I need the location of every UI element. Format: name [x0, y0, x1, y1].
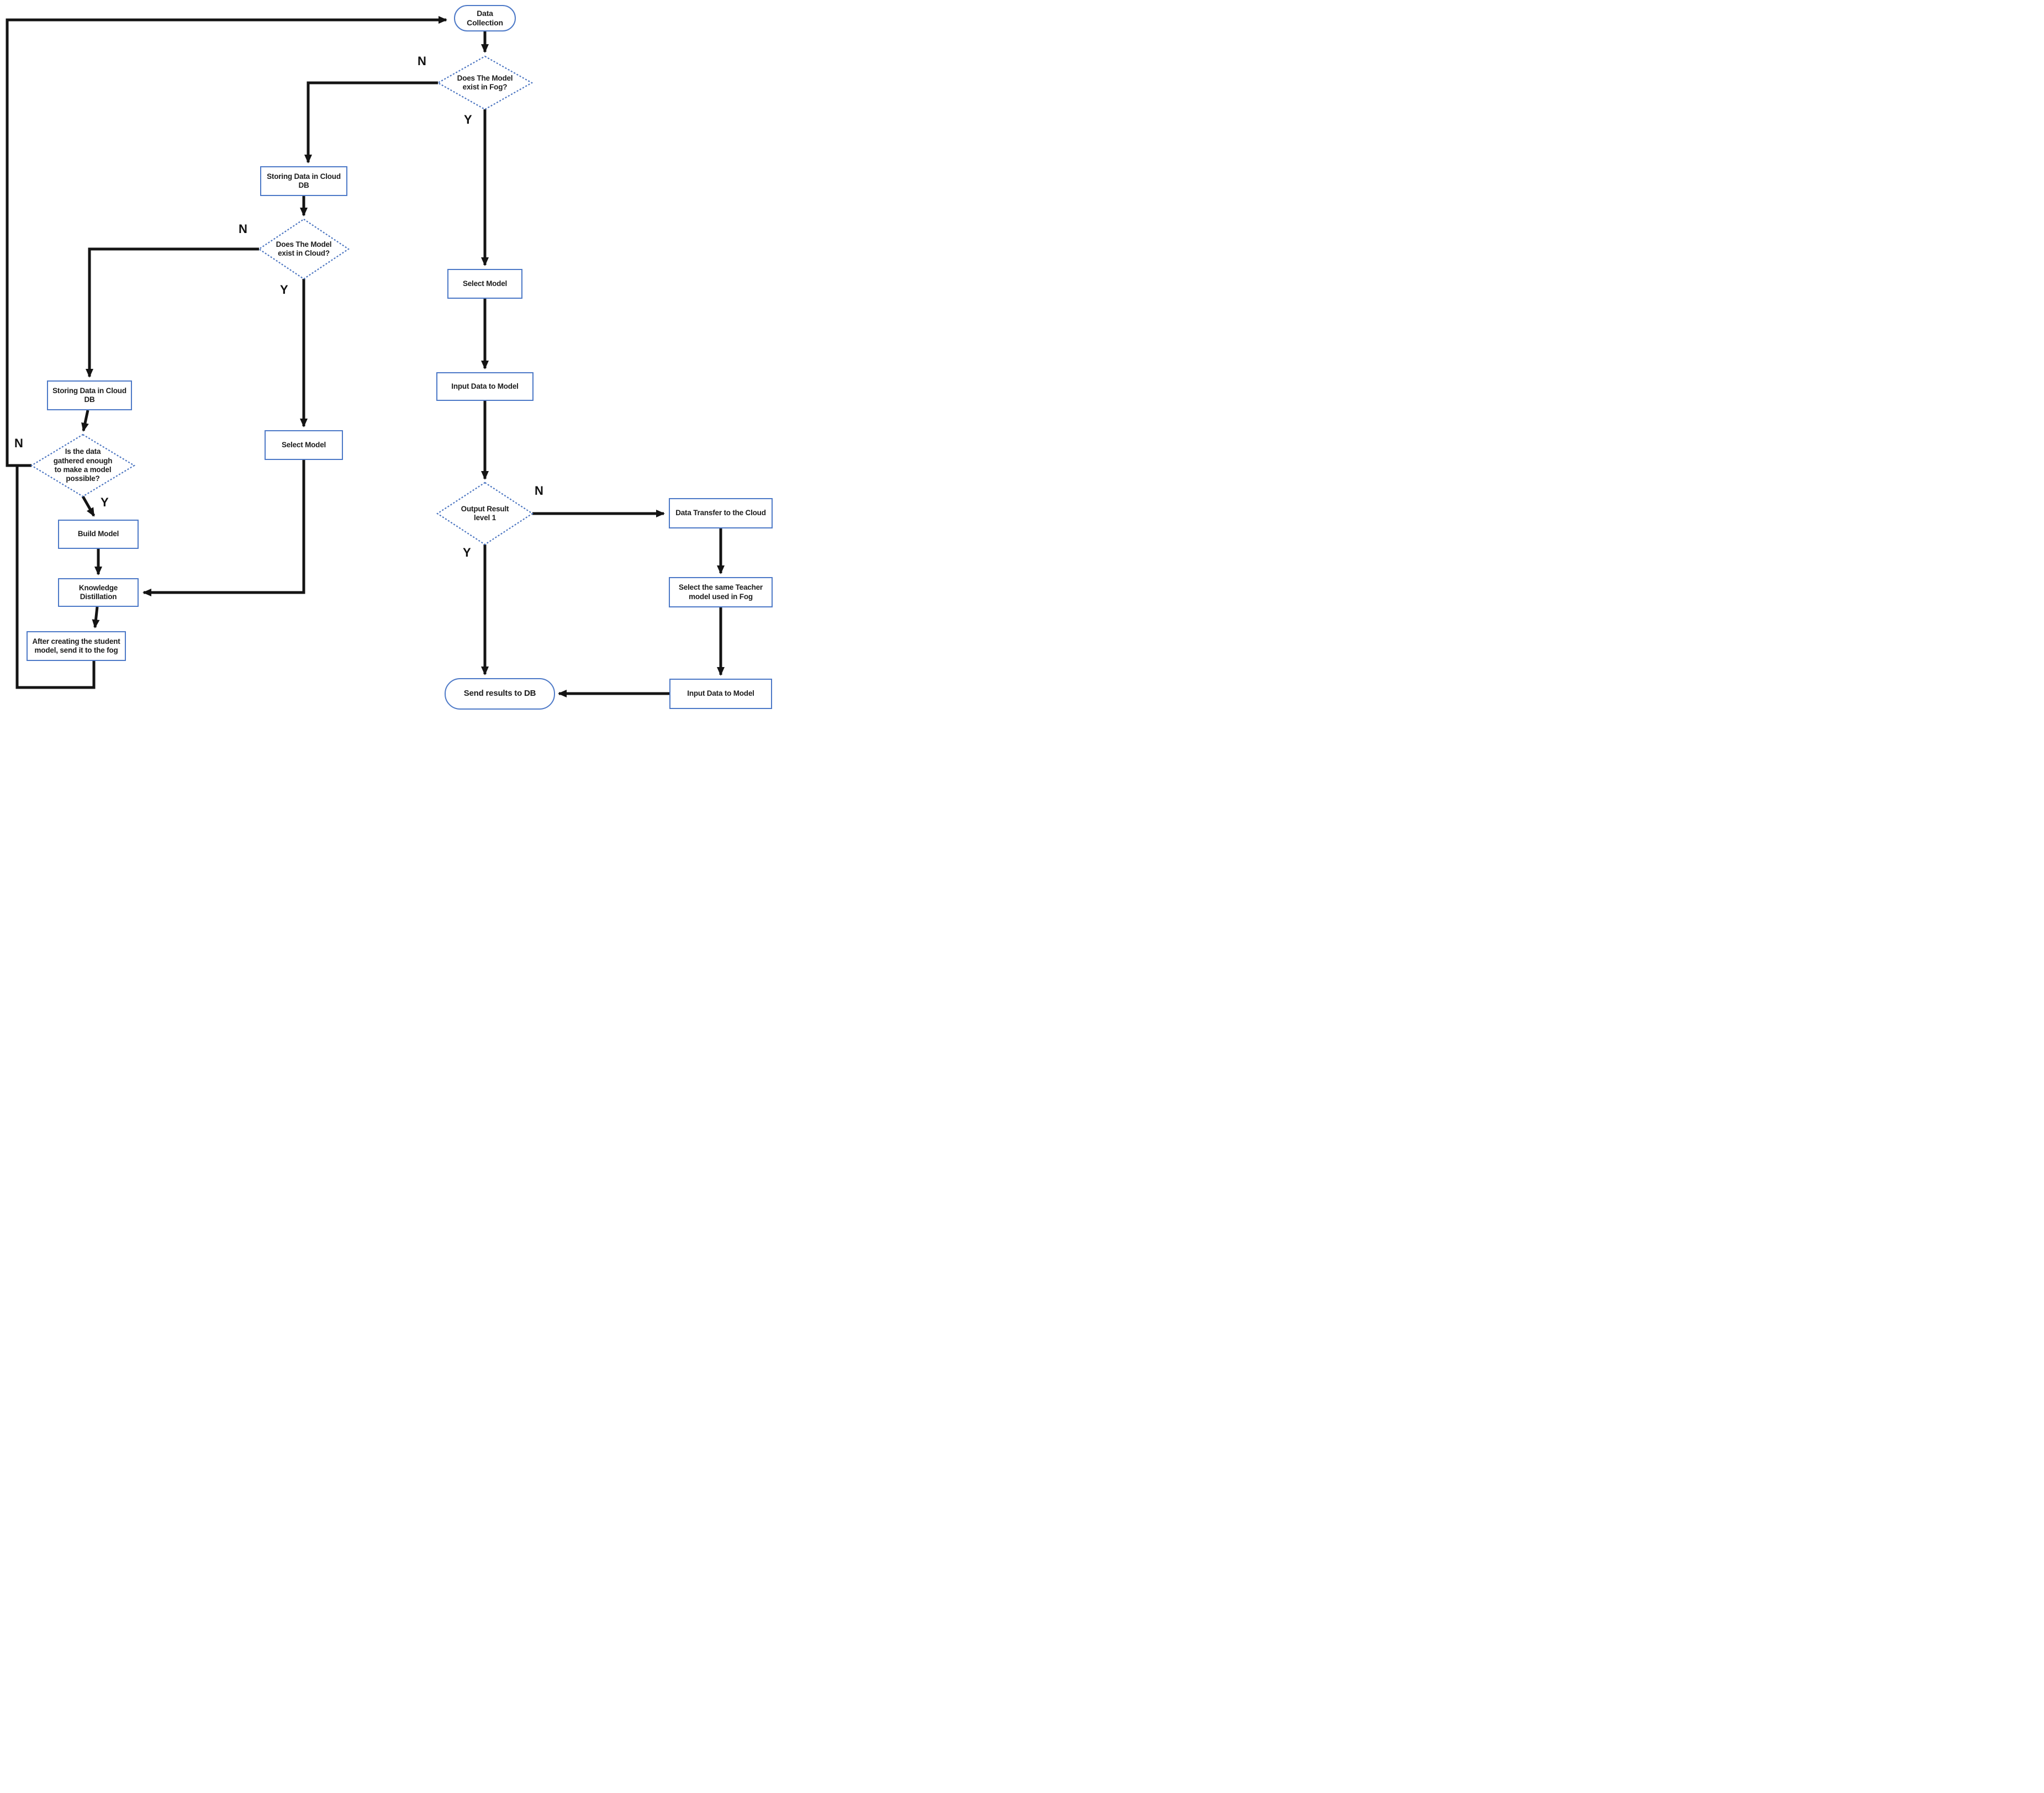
node-send-results-db: Send results to DB	[445, 678, 555, 710]
flowchart: Data Collection Send results to DB Stori…	[0, 0, 817, 718]
decision-model-exists-cloud-label: Does The Model exist in Cloud?	[276, 240, 332, 257]
node-input-data-right: Input Data to Model	[436, 372, 534, 401]
node-select-model-right: Select Model	[447, 269, 522, 299]
node-storing-data-cloud-db-1: Storing Data in Cloud DB	[260, 166, 347, 196]
node-data-collection: Data Collection	[454, 5, 516, 31]
edge-select-left-to-distillation	[142, 460, 305, 596]
decision-model-exists-cloud: Does The Model exist in Cloud?	[259, 219, 348, 279]
flowchart-wires	[6, 16, 725, 697]
branch-label-cloud-yes: Y	[280, 283, 288, 297]
decision-enough-data-label: Is the data gathered enough to make a mo…	[53, 447, 113, 483]
edge-storing2-to-enough-decision	[81, 410, 89, 432]
decision-output-result-level1: Output Result level 1	[437, 483, 532, 544]
decision-output-result-level1-label: Output Result level 1	[461, 504, 509, 522]
edge-no-enough-to-data-collection	[6, 16, 447, 467]
node-input-data-bottom: Input Data to Model	[669, 679, 772, 709]
branch-label-output-no: N	[535, 484, 543, 498]
edge-fog-no-to-storing1	[304, 81, 438, 163]
node-send-student-model: After creating the student model, send i…	[27, 631, 126, 661]
edge-enough-yes-to-build-model	[81, 495, 96, 517]
node-data-transfer-cloud: Data Transfer to the Cloud	[669, 498, 773, 528]
decision-model-exists-fog-label: Does The Model exist in Fog?	[457, 73, 513, 91]
branch-label-fog-no: N	[418, 54, 426, 68]
node-select-teacher-model: Select the same Teacher model used in Fo…	[669, 577, 773, 607]
output-decision-shape	[436, 482, 534, 546]
decision-enough-data: Is the data gathered enough to make a mo…	[31, 435, 134, 496]
node-storing-data-cloud-db-2: Storing Data in Cloud DB	[47, 380, 132, 410]
enough-data-decision-shape	[30, 433, 136, 498]
node-build-model: Build Model	[58, 520, 139, 549]
edge-distillation-to-student-model	[92, 606, 100, 628]
branch-label-enough-yes: Y	[101, 495, 109, 509]
node-knowledge-distillation: Knowledge Distillation	[58, 578, 139, 607]
branch-label-cloud-no: N	[239, 222, 247, 236]
node-select-model-left: Select Model	[265, 430, 343, 460]
branch-label-enough-no: N	[14, 436, 23, 450]
fog-decision-shape	[436, 55, 534, 110]
edge-student-model-loop	[15, 467, 96, 689]
cloud-decision-shape	[258, 218, 350, 280]
decision-model-exists-fog: Does The Model exist in Fog?	[438, 56, 532, 109]
edge-cloud-no-to-storing2	[86, 247, 259, 378]
branch-label-fog-yes: Y	[464, 113, 472, 126]
branch-label-output-yes: Y	[463, 546, 471, 559]
